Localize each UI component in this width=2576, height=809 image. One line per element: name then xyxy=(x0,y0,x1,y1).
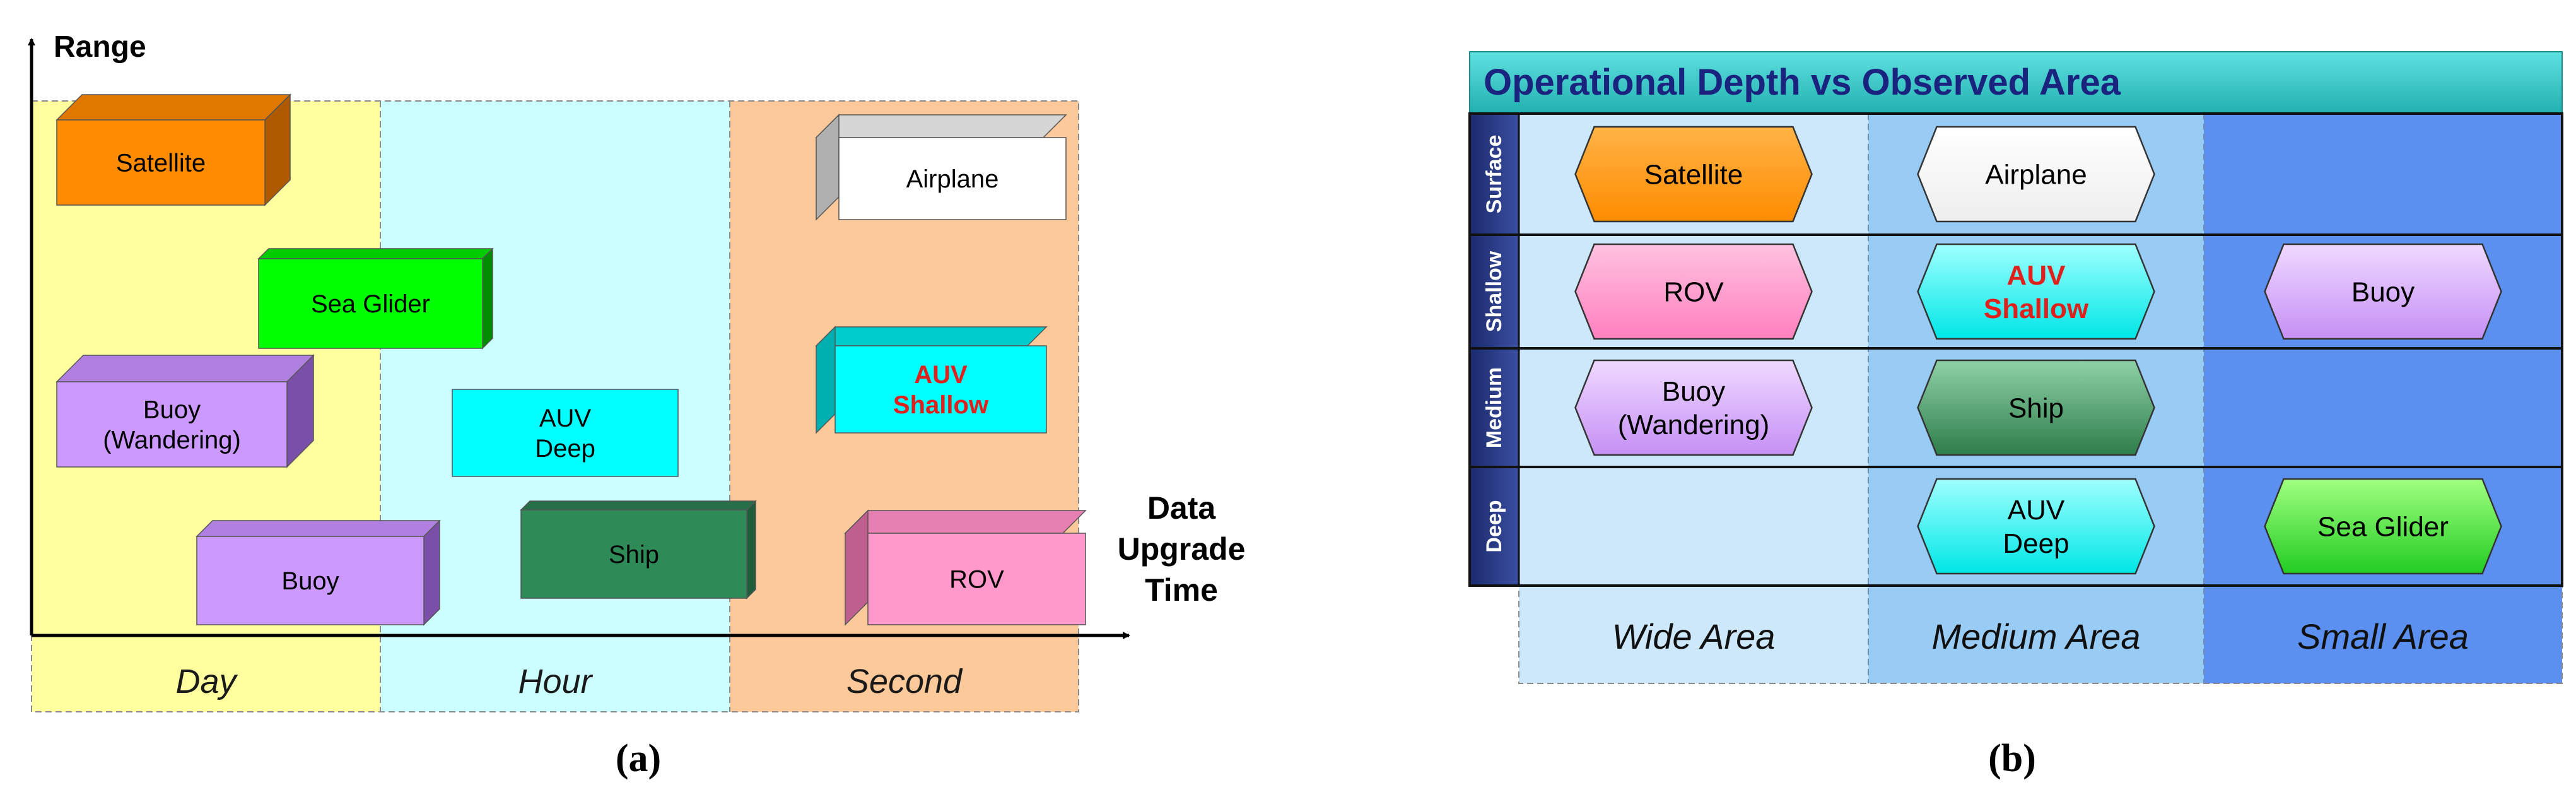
box-side-face xyxy=(482,247,493,350)
x-axis-label: Time xyxy=(1145,572,1218,608)
hex-auv-shallow-label: AUV xyxy=(2007,260,2066,291)
box-front-face xyxy=(56,119,266,206)
hex-shape xyxy=(2264,243,2502,340)
box-side-face xyxy=(746,500,756,599)
box-buoy-wandering: Buoy (Wandering) xyxy=(56,354,315,468)
area-column-bg xyxy=(2204,114,2562,683)
row-label-cell xyxy=(1468,112,1520,236)
area-label-medium-area: Medium Area xyxy=(1932,617,2141,656)
x-axis-label: Data xyxy=(1147,490,1217,526)
box-front-face xyxy=(520,509,747,599)
area-label-wide-area: Wide Area xyxy=(1612,617,1776,656)
box-top-face xyxy=(196,520,441,537)
box-top-face xyxy=(815,326,1048,346)
box-front-face xyxy=(867,533,1086,625)
box-rov: ROV xyxy=(844,509,1087,626)
box-buoy: Buoy xyxy=(196,519,441,626)
box-front-face xyxy=(56,381,288,468)
box-ship: Ship xyxy=(520,500,757,599)
row-label-cell xyxy=(1468,466,1520,587)
hex-ship-label: Ship xyxy=(2008,393,2064,423)
row-label-shallow: Shallow xyxy=(1482,251,1506,332)
panel-b-depth-vs-area: Operational Depth vs Observed AreaSurfac… xyxy=(1468,51,2563,684)
box-front-face xyxy=(838,137,1067,220)
box-auv-shallow-label: Shallow xyxy=(893,391,989,419)
box-top-face xyxy=(815,114,1067,138)
area-label-small-area: Small Area xyxy=(2297,617,2469,656)
box-top-face xyxy=(844,510,1087,534)
row-label-surface: Surface xyxy=(1482,135,1506,214)
box-front-face xyxy=(452,389,679,477)
row-label-medium: Medium xyxy=(1482,367,1506,448)
hex-sea-glider: Sea Glider xyxy=(2264,478,2502,575)
box-rov-label: ROV xyxy=(949,566,1004,594)
hex-ship: Ship xyxy=(1917,359,2155,456)
box-sea-glider: Sea Glider xyxy=(257,247,494,350)
box-top-face xyxy=(520,500,757,511)
box-front-face xyxy=(196,536,424,625)
hex-airplane: Airplane xyxy=(1917,126,2155,223)
hex-shape xyxy=(2264,478,2502,575)
y-axis-label: Range xyxy=(54,30,146,64)
hex-buoy: Buoy xyxy=(2264,243,2502,340)
hex-buoy-label: Buoy xyxy=(2351,276,2415,307)
row-label-cell xyxy=(1468,347,1520,468)
box-ship-label: Ship xyxy=(609,541,659,569)
box-side-face xyxy=(423,519,440,626)
title-bar xyxy=(1469,51,2563,114)
box-sea-glider-label: Sea Glider xyxy=(311,290,430,318)
box-top-face xyxy=(257,248,494,259)
hex-shape xyxy=(1574,126,1813,223)
hex-shape xyxy=(1917,126,2155,223)
box-front-face xyxy=(258,258,483,349)
hex-buoy-wandering: Buoy(Wandering) xyxy=(1574,359,1813,456)
hex-buoy-wandering-label: Buoy xyxy=(1662,376,1725,407)
hex-shape xyxy=(1917,359,2155,456)
hex-satellite: Satellite xyxy=(1574,126,1813,223)
grid-frame xyxy=(1468,112,2563,587)
box-buoy-label: Buoy xyxy=(281,567,339,595)
caption-a: (a) xyxy=(616,737,661,780)
hex-auv-shallow-label: Shallow xyxy=(1984,293,2089,324)
box-top-face xyxy=(56,94,291,121)
hex-shape xyxy=(1917,243,2155,340)
panel-b-title: Operational Depth vs Observed Area xyxy=(1484,62,2121,103)
area-label-frame xyxy=(1518,585,2563,684)
hex-auv-deep-label: AUV xyxy=(2008,495,2065,526)
hex-auv-deep-label: Deep xyxy=(2003,528,2069,559)
column-label-day: Day xyxy=(175,663,238,700)
box-buoy-wandering-label: Buoy xyxy=(143,396,201,424)
column-label-hour: Hour xyxy=(518,663,593,700)
box-auv-deep-label: AUV xyxy=(539,404,592,432)
box-airplane-label: Airplane xyxy=(906,165,999,193)
hex-buoy-wandering-label: (Wandering) xyxy=(1618,410,1769,440)
column-label-second: Second xyxy=(846,663,963,700)
box-airplane: Airplane xyxy=(815,114,1067,221)
hex-rov: ROV xyxy=(1574,243,1813,340)
box-auv-deep: AUV Deep xyxy=(452,389,679,477)
box-buoy-wandering-label: (Wandering) xyxy=(103,427,241,454)
hex-shape xyxy=(1574,359,1813,456)
box-satellite-label: Satellite xyxy=(116,150,206,177)
hex-airplane-label: Airplane xyxy=(1985,159,2087,190)
box-auv-shallow-label: AUV xyxy=(914,361,968,389)
hex-rov-label: ROV xyxy=(1663,276,1724,307)
hex-sea-glider-label: Sea Glider xyxy=(2317,511,2449,542)
hex-shape xyxy=(1917,478,2155,575)
row-label-deep: Deep xyxy=(1482,500,1506,552)
x-axis-label: Upgrade xyxy=(1118,531,1246,567)
box-top-face xyxy=(56,355,315,382)
box-side-face xyxy=(816,326,836,434)
box-auv-deep-label: Deep xyxy=(535,435,595,463)
hex-satellite-label: Satellite xyxy=(1644,159,1743,190)
hex-shape xyxy=(1574,243,1813,340)
caption-b: (b) xyxy=(1988,737,2036,780)
box-satellite: Satellite xyxy=(56,93,291,206)
box-front-face xyxy=(834,345,1047,434)
